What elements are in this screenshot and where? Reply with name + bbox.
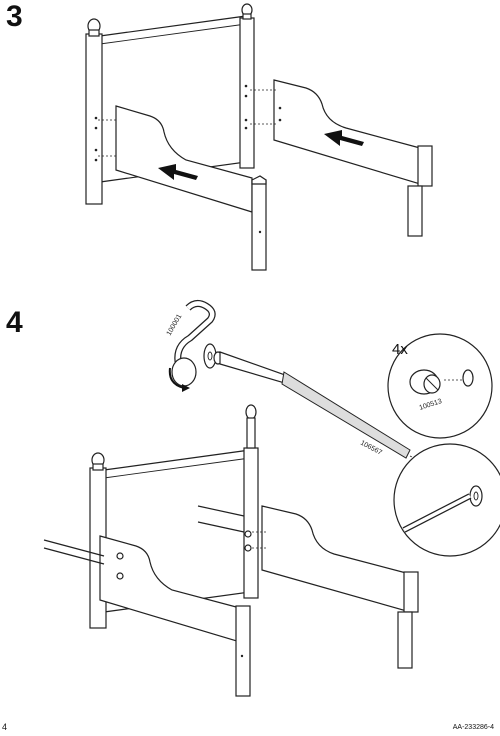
left-rail-leg-step4 [235,605,251,697]
right-rail-post-top [417,145,433,187]
detail-tightening-circle [393,443,500,557]
step-4-number: 4 [6,306,23,339]
cam-nut [171,357,197,387]
rotate-clockwise-icon [168,367,185,389]
page-number: 4 [2,722,8,732]
right-side-rail [273,79,421,185]
step-4-illustration: 100001 106567 4x 100513 [43,299,500,697]
right-rail-leg-step4 [397,611,413,669]
bolt-thread [281,371,411,459]
arrow-left-icon [158,164,198,180]
right-back-post [239,17,255,169]
right-rail-leg [407,185,423,237]
bolt-shank [219,351,289,385]
left-rail-leg [251,179,267,271]
left-side-rail-step4 [99,535,241,643]
left-back-post [85,33,103,205]
step-3-illustration [85,3,433,271]
step-3-number: 3 [6,0,23,33]
left-side-rail [115,105,253,213]
right-back-post-step4 [243,447,259,599]
quantity-label: 4x [392,341,408,358]
right-side-rail-step4 [261,505,411,613]
arrow-left-icon [324,130,364,146]
document-code: AA-233286-4 [452,724,494,731]
allen-key-part-number: 100001 [166,313,184,337]
